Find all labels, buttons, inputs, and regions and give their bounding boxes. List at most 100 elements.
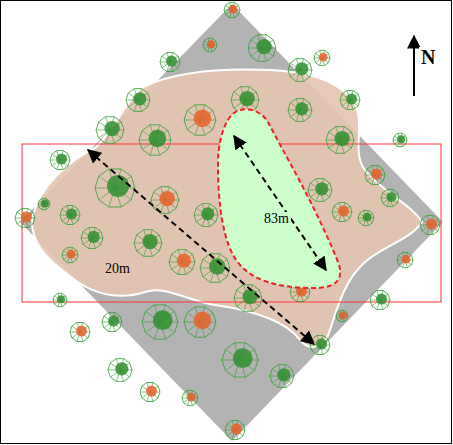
tree-crown bbox=[184, 307, 216, 337]
north-label: N bbox=[419, 47, 437, 67]
crown-spokes bbox=[182, 390, 198, 405]
tree-crown bbox=[222, 343, 258, 377]
crown-outline bbox=[96, 117, 124, 144]
crown-spokes bbox=[358, 210, 374, 225]
crown-outline bbox=[381, 189, 399, 206]
crown-outline bbox=[15, 209, 35, 228]
crown-spokes bbox=[270, 365, 294, 388]
tree-stem bbox=[346, 94, 357, 105]
tree-crown bbox=[288, 99, 312, 122]
tree-stem bbox=[108, 316, 119, 327]
crown-spokes bbox=[160, 53, 180, 72]
crown-outline bbox=[224, 2, 240, 17]
crown-spokes bbox=[50, 151, 70, 170]
tree-stem bbox=[41, 199, 49, 207]
tree-crown bbox=[358, 210, 374, 225]
tree-crown bbox=[70, 323, 90, 342]
tree-crown bbox=[336, 310, 348, 321]
tree-stem bbox=[277, 368, 290, 381]
tree-crown bbox=[270, 365, 294, 388]
tree-stem bbox=[315, 182, 328, 195]
crown-outline bbox=[288, 59, 312, 82]
crown-spokes bbox=[365, 166, 385, 185]
tree-crown bbox=[134, 230, 162, 257]
tree-crown bbox=[420, 216, 440, 235]
tree-stem bbox=[107, 175, 129, 197]
tree-stem bbox=[166, 56, 177, 67]
dimension-label: 20m bbox=[103, 262, 132, 276]
crown-spokes bbox=[420, 216, 440, 235]
tree-stem bbox=[207, 40, 215, 48]
tree-stem bbox=[115, 362, 128, 375]
crown-spokes bbox=[326, 127, 354, 154]
tree-stem bbox=[233, 348, 253, 368]
tree-crown bbox=[365, 166, 385, 185]
tree-crown bbox=[108, 359, 132, 382]
north-arrow bbox=[413, 36, 415, 96]
tree-crown bbox=[140, 383, 160, 402]
tree-crown bbox=[332, 203, 352, 222]
tree-crown bbox=[397, 252, 413, 267]
tree-crown bbox=[50, 151, 70, 170]
tree-crown bbox=[81, 228, 103, 249]
tree-crown bbox=[142, 305, 178, 339]
tree-stem bbox=[194, 110, 212, 128]
crown-outline bbox=[81, 228, 103, 249]
crown-spokes bbox=[203, 38, 217, 51]
tree-crown bbox=[340, 91, 360, 110]
tree-crown bbox=[184, 105, 216, 135]
crown-outline bbox=[53, 293, 67, 306]
crown-spokes bbox=[224, 2, 240, 17]
tree-stem bbox=[159, 191, 174, 206]
crown-outline bbox=[62, 247, 78, 262]
tree-crown bbox=[288, 59, 312, 82]
crown-spokes bbox=[248, 35, 276, 62]
tree-stem bbox=[153, 310, 173, 330]
dimension-label: 83m bbox=[262, 212, 291, 226]
tree-stem bbox=[104, 121, 119, 136]
tree-crown bbox=[326, 127, 354, 154]
crown-outline bbox=[194, 204, 218, 227]
tree-crown bbox=[15, 209, 35, 228]
tree-stem bbox=[187, 393, 196, 402]
tree-crown bbox=[224, 2, 240, 17]
crown-outline bbox=[184, 307, 216, 337]
crown-outline bbox=[70, 323, 90, 342]
tree-crown bbox=[126, 89, 150, 112]
crown-outline bbox=[225, 421, 245, 440]
tree-stem bbox=[316, 339, 327, 350]
crown-outline bbox=[365, 166, 385, 185]
crown-spokes bbox=[53, 293, 67, 306]
crown-outline bbox=[332, 203, 352, 222]
tree-stem bbox=[338, 206, 349, 217]
tree-crown bbox=[194, 204, 218, 227]
tree-crown bbox=[160, 53, 180, 72]
crown-outline bbox=[140, 383, 160, 402]
tree-stem bbox=[76, 326, 87, 337]
crown-spokes bbox=[184, 105, 216, 135]
crown-spokes bbox=[108, 359, 132, 382]
crown-spokes bbox=[393, 133, 407, 146]
crown-outline bbox=[126, 89, 150, 112]
tree-crown bbox=[248, 35, 276, 62]
tree-stem bbox=[88, 231, 100, 243]
tree-crown bbox=[225, 421, 245, 440]
crown-outline bbox=[134, 230, 162, 257]
crown-outline bbox=[95, 169, 135, 207]
crown-outline bbox=[50, 151, 70, 170]
crown-spokes bbox=[140, 383, 160, 402]
tree-crown bbox=[38, 198, 50, 209]
tree-stem bbox=[295, 102, 308, 115]
crown-spokes bbox=[225, 421, 245, 440]
tree-stem bbox=[56, 154, 67, 165]
crown-spokes bbox=[81, 228, 103, 249]
crown-spokes bbox=[222, 343, 258, 377]
crown-spokes bbox=[15, 209, 35, 228]
dimension-arrow bbox=[88, 150, 314, 344]
crown-spokes bbox=[332, 203, 352, 222]
tree-crowns bbox=[15, 2, 440, 439]
crown-spokes bbox=[310, 336, 330, 355]
tree-stem bbox=[397, 135, 405, 143]
tree-crown bbox=[151, 187, 179, 214]
